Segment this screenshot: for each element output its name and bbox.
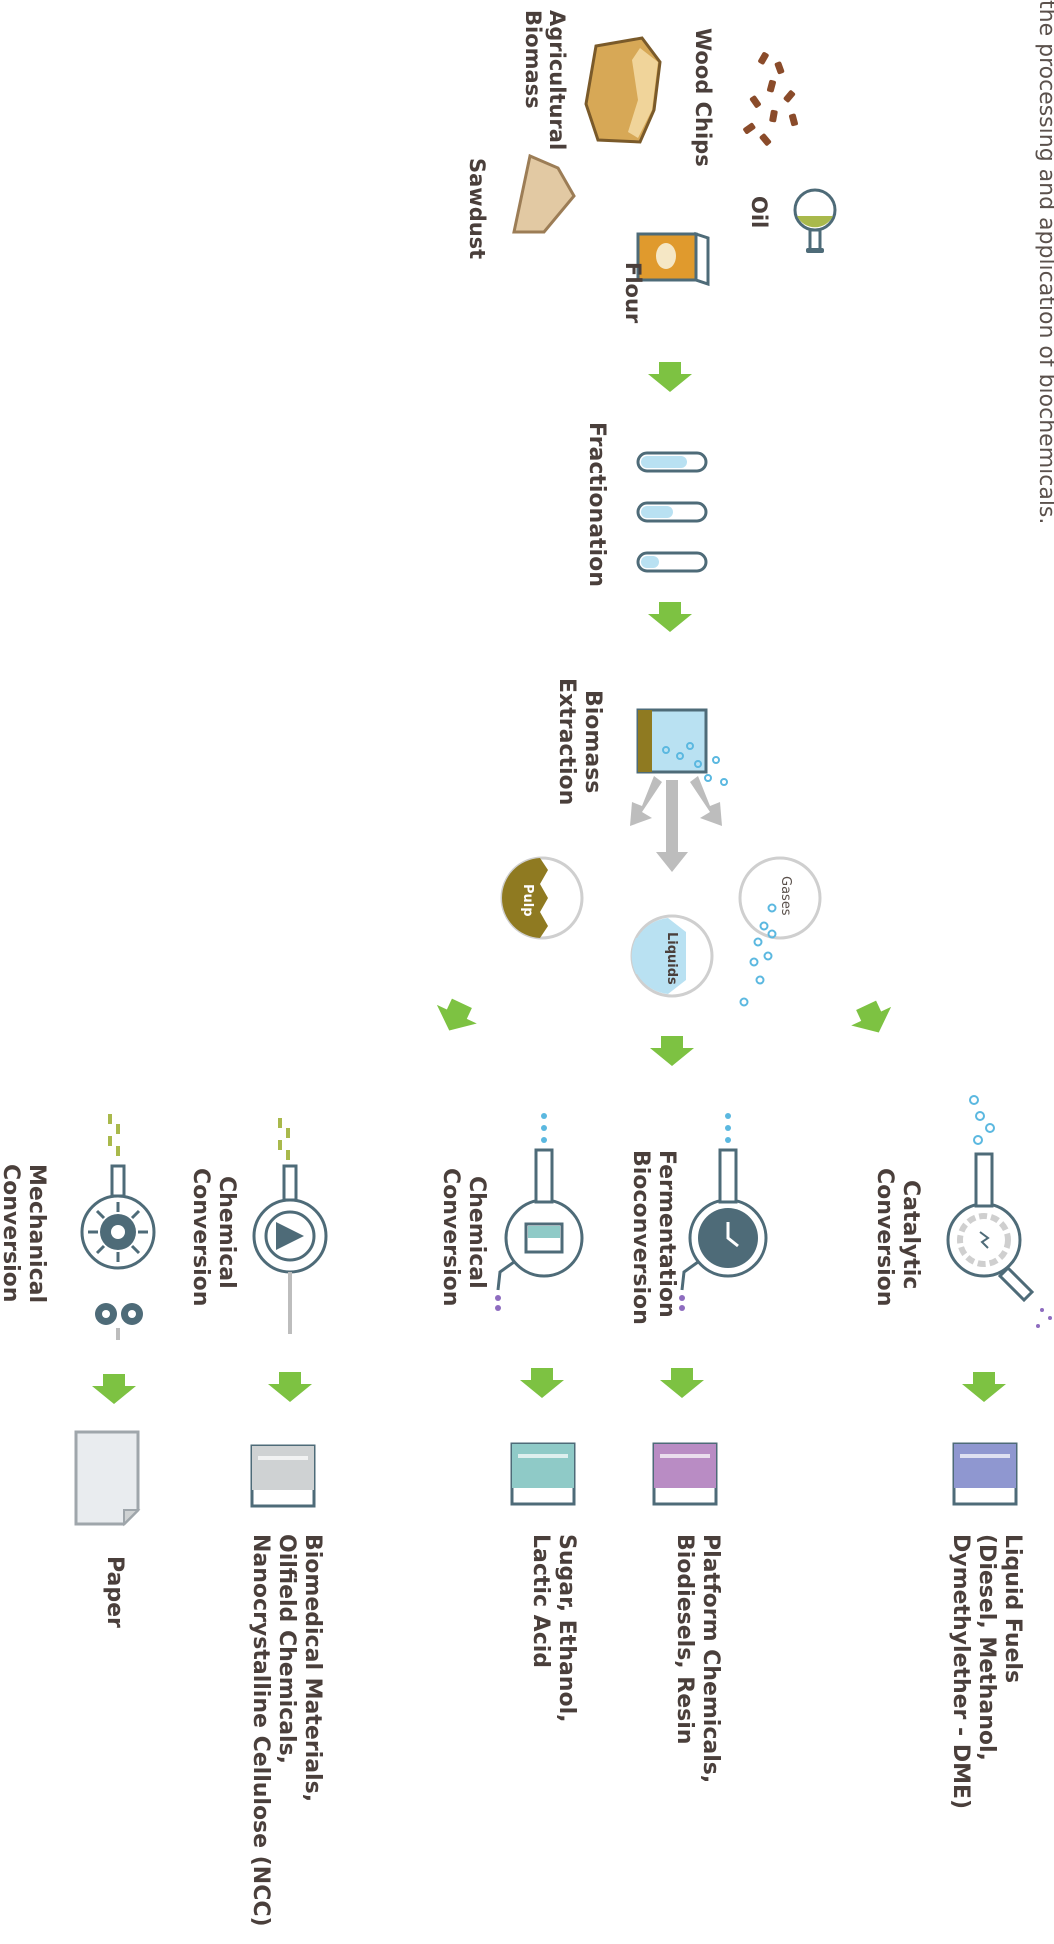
mechanical-label-2: Conversion [0,1164,23,1302]
flow-arrow-icon [962,1372,1006,1402]
flow-arrow-icon [520,1368,564,1398]
chemical-pulp-reactor-icon [252,1118,328,1334]
flow-arrow-icon [92,1374,136,1404]
platform-chemicals-label-1: Platform Chemicals, [698,1534,723,1783]
liquids-label: Liquids [664,932,679,985]
mechanical-label-1: Mechanical [24,1164,49,1303]
flow-arrow-icon [648,602,692,632]
liquid-fuels-label-1: Liquid Fuels [1000,1534,1025,1683]
biomedical-label-1: Biomedical Materials, [300,1534,325,1802]
platform-chemicals-beaker-icon [652,1442,718,1506]
biomass-extraction-label-2: Extraction [554,678,579,805]
biomedical-label-3: Nanocrystalline Cellulose (NCC) [248,1534,273,1927]
liquid-fuels-beaker-icon [952,1442,1018,1506]
biomedical-beaker-icon [250,1444,316,1508]
flow-arrow-icon [648,362,692,392]
fermentation-reactor-icon [679,1113,768,1311]
sawdust-label: Sawdust [465,158,489,259]
wood-chips-label: Wood Chips [691,28,715,167]
platform-chemicals-label-2: Biodiesels, Resin [672,1534,697,1744]
pulp-stream: Pulp [500,856,584,940]
agricultural-biomass-icon [584,36,662,144]
paper-sheet-icon [74,1430,141,1527]
flow-arrow-icon [846,996,899,1042]
liquids-stream: Liquids [630,914,714,998]
flow-arrow-icon [660,1368,704,1398]
gases-label: Gases [778,876,793,916]
biomass-extraction-label-1: Biomass [580,690,605,793]
agricultural-biomass-label-2: Biomass [521,10,545,109]
extraction-beaker-icon [636,708,728,786]
paper-label: Paper [102,1556,127,1628]
chemical-conversion-1-label-2: Conversion [438,1168,463,1306]
fractionation-label: Fractionation [584,422,609,587]
oil-flask-icon [793,188,837,253]
test-tubes-icon [636,451,708,573]
flow-arrow-icon [429,994,482,1040]
chemical-conversion-1-label-1: Chemical [464,1176,489,1289]
liquid-fuels-label-2: (Diesel, Methanol, [974,1534,999,1761]
catalytic-label-2: Conversion [872,1168,897,1306]
fermentation-label-2: Bioconversion [628,1150,653,1325]
wood-chips-icon [743,52,798,146]
branch-arrows-icon [630,776,722,872]
liquid-fuels-label-3: Dymethylether - DME) [948,1534,973,1809]
flour-bag-icon [636,231,710,287]
flow-arrow-icon [650,1036,694,1066]
oil-label: Oil [747,196,771,228]
flow-arrow-icon [268,1372,312,1402]
sugar-label-1: Sugar, Ethanol, [554,1534,579,1722]
sugar-beaker-icon [510,1442,576,1506]
catalytic-reactor-icon [946,1095,1052,1328]
chemical-conversion-2-label-2: Conversion [188,1168,213,1306]
sugar-label-2: Lactic Acid [528,1534,553,1668]
biomedical-label-2: Oilfield Chemicals, [274,1534,299,1764]
chemical-reactor-icon [495,1113,584,1311]
agricultural-biomass-label-1: Agricultural [545,10,569,150]
flour-label: Flour [621,262,645,324]
mechanical-grinder-icon [80,1114,156,1340]
catalytic-label-1: Catalytic [898,1180,923,1289]
fermentation-label-1: Fermentation [654,1150,679,1318]
gases-stream: Gases [738,856,822,1007]
pulp-label: Pulp [520,884,535,917]
chemical-conversion-2-label-1: Chemical [214,1176,239,1289]
sawdust-icon [512,153,576,234]
caption: the processing and application of bioche… [1034,0,1054,524]
